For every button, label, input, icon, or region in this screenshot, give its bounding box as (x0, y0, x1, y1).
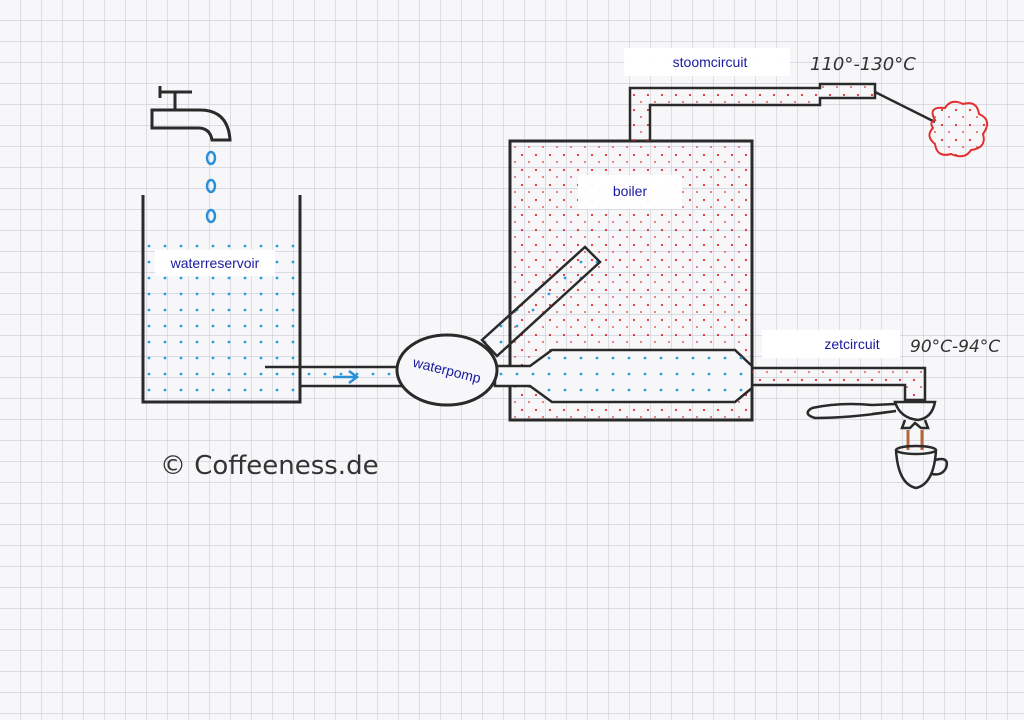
water-reservoir (141, 195, 302, 404)
steam-circuit-pipe (628, 82, 877, 141)
steam-temperature: 110°-130°C (810, 54, 916, 75)
inlet-pipe (265, 365, 404, 388)
steam-circuit-label: stoomcircuit (673, 54, 748, 70)
portafilter-icon (806, 400, 937, 430)
steam-wand (874, 90, 936, 124)
boiler-feed-pipe (480, 245, 602, 358)
water-drops (205, 150, 217, 224)
water-pump (395, 333, 499, 407)
steam-cloud-icon (928, 100, 989, 158)
water-tap-icon (150, 86, 232, 142)
brew-temperature: 90°C-94°C (910, 337, 1000, 357)
brew-circuit-label: zetcircuit (824, 336, 879, 352)
flow-arrow-icon (333, 370, 360, 384)
brew-circuit-pipe (752, 366, 927, 402)
reservoir-label: waterreservoir (170, 255, 260, 271)
coffee-cup-icon (894, 444, 949, 490)
boiler-label: boiler (613, 183, 648, 199)
copyright-watermark: © Coffeeness.de (160, 451, 379, 481)
